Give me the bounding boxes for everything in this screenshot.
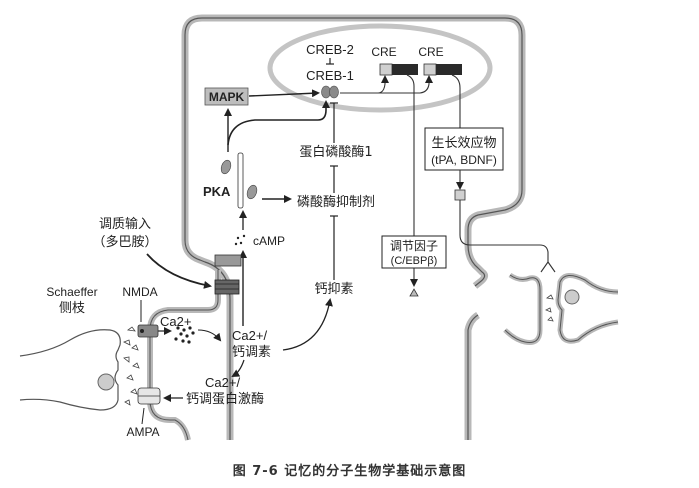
modulatory-input-label: 调质输入 [99,216,151,232]
cre-left-promoter [379,63,393,76]
growth-effector-box [424,127,504,171]
mapk-label: MAPK [209,90,245,104]
target-vesicle [564,289,580,305]
ca-ion-label: Ca2+ [160,314,191,329]
creb1-dimer-left [321,85,331,99]
cre-left-label: CRE [371,45,396,59]
neurotransmitter-molecules [123,326,140,406]
camk-ion-label: Ca2+/ [205,375,240,390]
target-synapse-left [503,272,543,345]
target-synapse-right [555,273,619,344]
growth-effector-examples: (tPA, BDNF) [431,153,497,167]
regulator-name: (C/EBPβ) [391,255,438,267]
pka-catalytic-subunit-bottom [246,184,258,200]
nmda-label: NMDA [122,285,157,299]
schaeffer-collateral-label: 侧枝 [59,301,85,316]
regulator-label: 调节因子 [390,239,438,253]
synaptic-vesicle [97,373,115,391]
cre-right-gene [436,64,462,75]
pka-catalytic-subunit-top [220,159,232,175]
calcineurin-label: 钙抑素 [314,282,353,297]
schaeffer-label: Schaeffer [46,285,97,299]
pka-label: PKA [203,184,231,199]
camp-molecules [234,234,246,246]
cre-left-gene [392,64,418,75]
creb1-label: CREB-1 [306,68,354,83]
postsynaptic-membrane [147,270,221,441]
camk-label: 钙调蛋白激酶 [186,391,264,407]
adenylyl-cyclase [214,279,240,295]
creb2-label: CREB-2 [306,42,354,57]
ampa-label: AMPA [126,425,159,439]
dopamine-label: （多巴胺） [92,234,157,250]
creb1-dimer-right [329,85,339,99]
cre-right-label: CRE [418,45,443,59]
cre-right-promoter [423,63,437,76]
ca-calmodulin-label: 钙调素 [232,345,271,360]
ca-calmodulin-ion-label: Ca2+/ [232,328,267,343]
mapk-box [204,87,249,106]
camp-label: cAMP [253,234,285,248]
pp1-label: 蛋白磷酸酶1 [299,144,372,160]
nucleus [267,23,493,113]
phosphatase-inhibitor-label: 磷酸酶抑制剂 [297,194,375,210]
growth-product-square [454,189,466,201]
target-neurotransmitters [545,294,554,322]
calcium-ions [174,326,195,344]
regulator-box [381,235,447,269]
regulator-product-triangle [409,288,419,297]
growth-effector-label: 生长效应物 [431,135,496,151]
dopamine-receptor [214,254,242,267]
pka-regulatory-subunit [237,152,244,209]
figure-caption: 图 7-6 记忆的分子生物学基础示意图 [232,464,467,479]
presynaptic-terminal [19,329,121,411]
